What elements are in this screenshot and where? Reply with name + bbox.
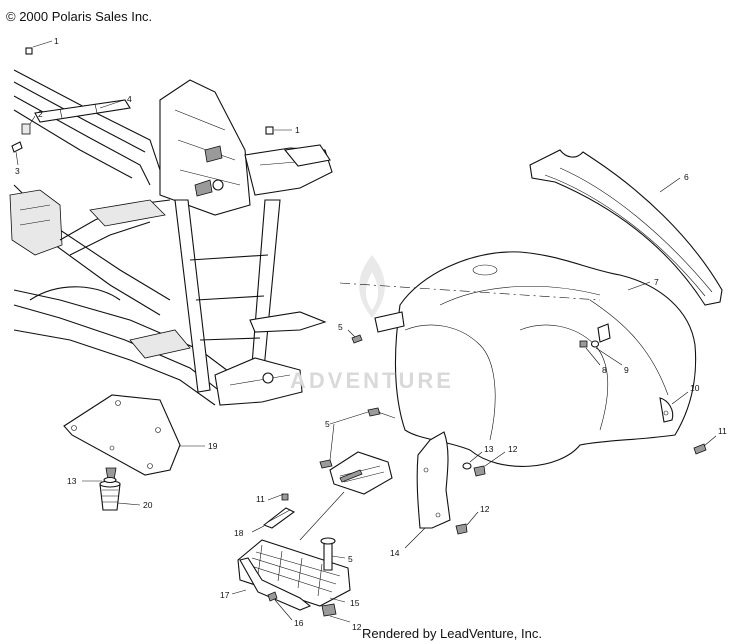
callout-3: 3 — [15, 166, 20, 176]
callout-1a: 1 — [54, 36, 59, 46]
callout-1b: 1 — [295, 125, 300, 135]
callout-4: 4 — [127, 94, 132, 104]
callout-12b: 12 — [480, 504, 490, 514]
callout-17: 17 — [220, 590, 230, 600]
callout-14: 14 — [390, 548, 400, 558]
callout-11b: 11 — [256, 494, 265, 504]
part-11-screw-right — [693, 435, 717, 455]
callout-labels: 1 2 3 4 1 6 7 5 8 9 10 11 5 19 13 12 13 … — [15, 36, 727, 632]
part-10-bracket — [659, 391, 689, 423]
part-3-bolt — [11, 141, 23, 166]
part-2-bushing — [21, 115, 36, 135]
callout-5c: 5 — [348, 554, 353, 564]
callout-15: 15 — [350, 598, 360, 608]
part-5-screw-upper — [347, 329, 363, 344]
part-17-guard — [231, 557, 312, 611]
callout-16: 16 — [294, 618, 304, 628]
callout-13b: 13 — [67, 476, 77, 486]
part-6-fender-cover — [529, 149, 723, 306]
part-5-bolt-lower — [320, 537, 346, 571]
callout-6: 6 — [684, 172, 689, 182]
part-15-footrest — [237, 539, 351, 607]
footrest-bracket — [299, 451, 393, 541]
callout-12c: 12 — [352, 622, 362, 632]
watermark-text: ADVENTURE — [290, 368, 454, 393]
fender-mount-plate — [374, 311, 405, 333]
callout-13a: 13 — [484, 444, 494, 454]
part-1-cap — [25, 40, 53, 55]
callout-2: 2 — [38, 109, 43, 119]
part-7-front-fender — [339, 251, 697, 467]
callout-7: 7 — [654, 277, 659, 287]
callout-10: 10 — [690, 383, 700, 393]
callout-18: 18 — [234, 528, 244, 538]
callout-11a: 11 — [718, 426, 727, 436]
part-19-skid-plate — [63, 394, 205, 476]
rendered-by-credit: Rendered by LeadVenture, Inc. — [362, 626, 542, 641]
callout-20: 20 — [143, 500, 153, 510]
frame-assembly — [9, 69, 333, 406]
part-20-bumper — [99, 467, 141, 511]
copyright-notice: © 2000 Polaris Sales Inc. — [6, 9, 153, 24]
part-1-cap-right — [265, 126, 292, 135]
callout-5a: 5 — [338, 322, 343, 332]
part-13-washer-left — [82, 476, 117, 484]
part-12-13-hardware — [455, 451, 506, 535]
part-12-nut-lower — [321, 603, 351, 623]
part-5-screws-middle — [319, 407, 396, 469]
callout-19: 19 — [208, 441, 218, 451]
watermark-logo — [359, 255, 385, 318]
part-8-9-screws — [579, 323, 623, 366]
callout-9: 9 — [624, 365, 629, 375]
part-16-bolt — [267, 591, 293, 621]
callout-12a: 12 — [508, 444, 518, 454]
callout-8: 8 — [602, 365, 607, 375]
callout-5b: 5 — [325, 419, 330, 429]
part-14-mud-flap — [404, 431, 451, 549]
part-18-clamp — [251, 493, 296, 533]
